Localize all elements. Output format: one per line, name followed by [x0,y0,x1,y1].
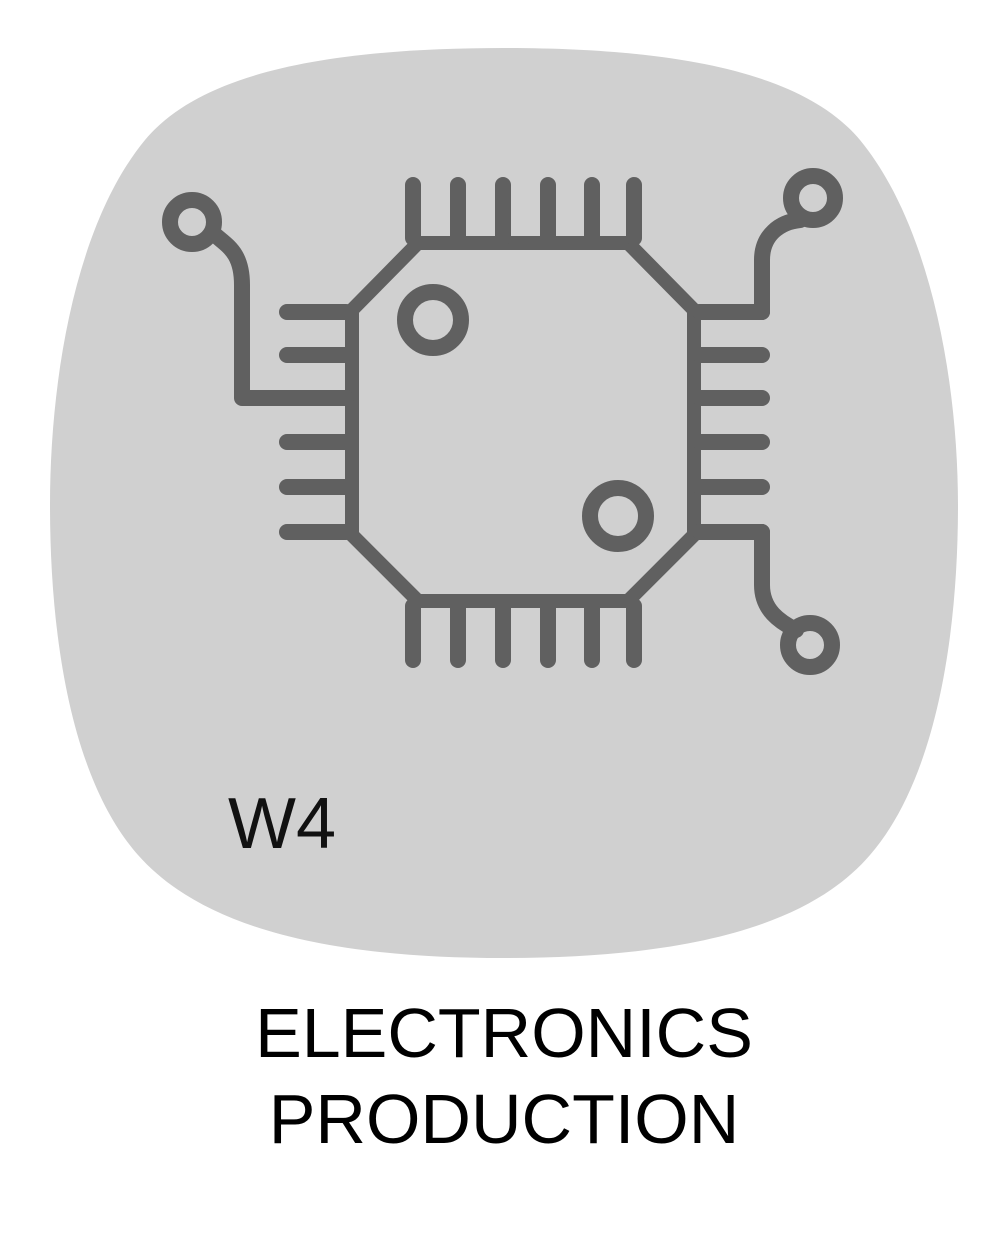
chip-marker-top [397,284,469,356]
page-title: ELECTRONICS PRODUCTION [0,990,1008,1162]
badge-background [50,48,958,958]
trace-pad-top-right [783,168,843,228]
chip-marker-bottom [582,480,654,552]
week-label: W4 [228,784,336,864]
chip-pins-bottom [405,598,642,668]
title-line-2: PRODUCTION [268,1080,740,1158]
trace-pad-bottom-right [780,615,840,675]
chip-pins-top [405,177,642,246]
trace-top-right [692,212,808,320]
title-line-1: ELECTRONICS [255,994,753,1072]
badge-shape [50,48,958,958]
trace-pad-top-left [162,192,222,252]
microchip-icon [162,168,843,675]
